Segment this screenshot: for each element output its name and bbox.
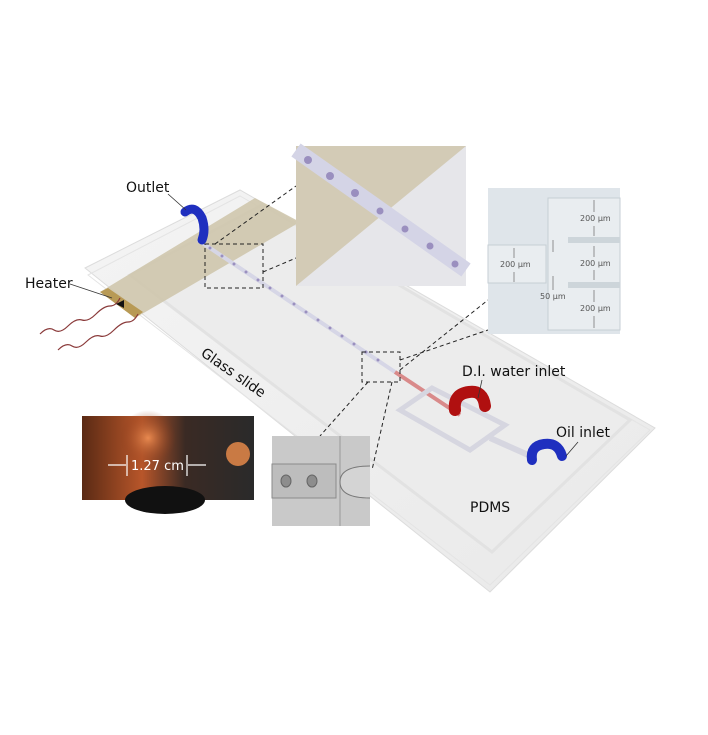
oil-inlet-tube <box>526 438 567 465</box>
droplet-inset <box>291 143 471 286</box>
water-inlet-tube <box>448 385 491 416</box>
photo-inset: 1.27 cm <box>82 410 254 514</box>
pdms-label: PDMS <box>470 500 510 516</box>
outlet-tube <box>180 204 209 245</box>
dimension-inset: 200 µm 50 µm 200 µm 200 µm 200 µm <box>487 188 621 334</box>
dim-right-top-label: 200 µm <box>580 214 611 223</box>
heater-label: Heater <box>25 276 73 292</box>
di-water-inlet-label: D.I. water inlet <box>462 364 566 380</box>
oil-inlet-label: Oil inlet <box>556 425 611 441</box>
heater-wires <box>39 297 139 351</box>
junction-micrograph-inset <box>271 436 371 526</box>
dim-gap-label: 50 µm <box>540 292 566 301</box>
dim-right-mid-label: 200 µm <box>580 259 611 268</box>
dim-right-bottom-label: 200 µm <box>580 304 611 313</box>
outlet-label: Outlet <box>126 180 170 196</box>
scale-label: 1.27 cm <box>131 459 184 474</box>
zoom-box-junction <box>319 299 489 471</box>
zoom-box-outlet <box>204 185 297 289</box>
dim-left-label: 200 µm <box>500 260 531 269</box>
